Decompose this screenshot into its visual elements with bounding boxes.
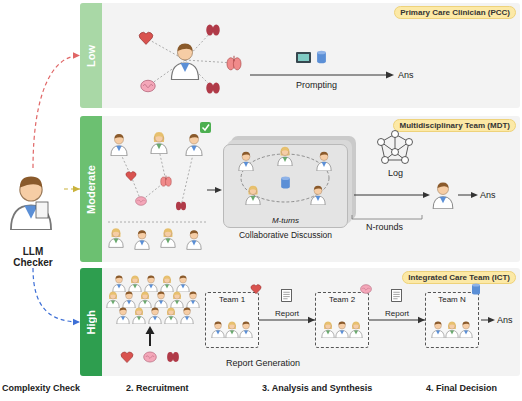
step-label: 2. Recruitment xyxy=(126,383,189,393)
band-label: Low xyxy=(85,45,97,67)
team-box: Team 2 xyxy=(315,292,369,348)
team-badge: Integrated Care Team (ICT) xyxy=(402,271,516,284)
clipboard xyxy=(36,202,48,218)
team-box: Team 1 xyxy=(205,292,259,348)
team-label: Team N xyxy=(426,295,478,304)
step-label: 4. Final Decision xyxy=(426,383,497,393)
connector xyxy=(64,186,80,192)
connector xyxy=(33,52,80,168)
complexity-band: Moderate Multidisciplinary Team (MDT) M-tu… xyxy=(80,116,520,262)
complexity-band: Low Primary Care Clinician (PCC) xyxy=(80,3,520,108)
band-strip: Low xyxy=(80,3,102,108)
connector-line xyxy=(64,188,80,189)
complexity-band: High Integrated Care Team (ICT) Team 1 Team… xyxy=(80,268,520,376)
checker-doctor xyxy=(11,176,51,230)
connector xyxy=(33,268,80,325)
badge-label: Integrated Care Team (ICT) xyxy=(408,273,510,282)
band-label: High xyxy=(85,310,97,334)
team-label: Team 1 xyxy=(206,295,258,304)
arrow-head xyxy=(73,186,80,192)
turns-label: M-turns xyxy=(224,216,347,225)
band-label: Moderate xyxy=(85,165,97,214)
connector-line xyxy=(33,268,80,322)
badge-label: Multidisciplinary Team (MDT) xyxy=(399,121,510,130)
band-strip: High xyxy=(80,268,102,376)
connector-line xyxy=(33,56,80,169)
arrow-head xyxy=(73,319,80,325)
team-badge: Multidisciplinary Team (MDT) xyxy=(393,119,516,132)
team-label: Team 2 xyxy=(316,295,368,304)
discussion-label: Collaborative Discussion xyxy=(204,230,367,240)
checker-node: LLM Checker xyxy=(2,168,64,268)
step-label: Complexity Check xyxy=(2,383,80,393)
team-badge: Primary Care Clinician (PCC) xyxy=(394,6,516,19)
discussion-box: M-turnsCollaborative Discussion xyxy=(223,144,348,228)
badge-label: Primary Care Clinician (PCC) xyxy=(400,8,510,17)
arrow-head xyxy=(73,52,80,58)
band-strip: Moderate xyxy=(80,116,102,262)
checker-label: LLM Checker xyxy=(2,246,64,268)
team-box: Team N xyxy=(425,292,479,348)
step-label: 3. Analysis and Synthesis xyxy=(262,383,372,393)
